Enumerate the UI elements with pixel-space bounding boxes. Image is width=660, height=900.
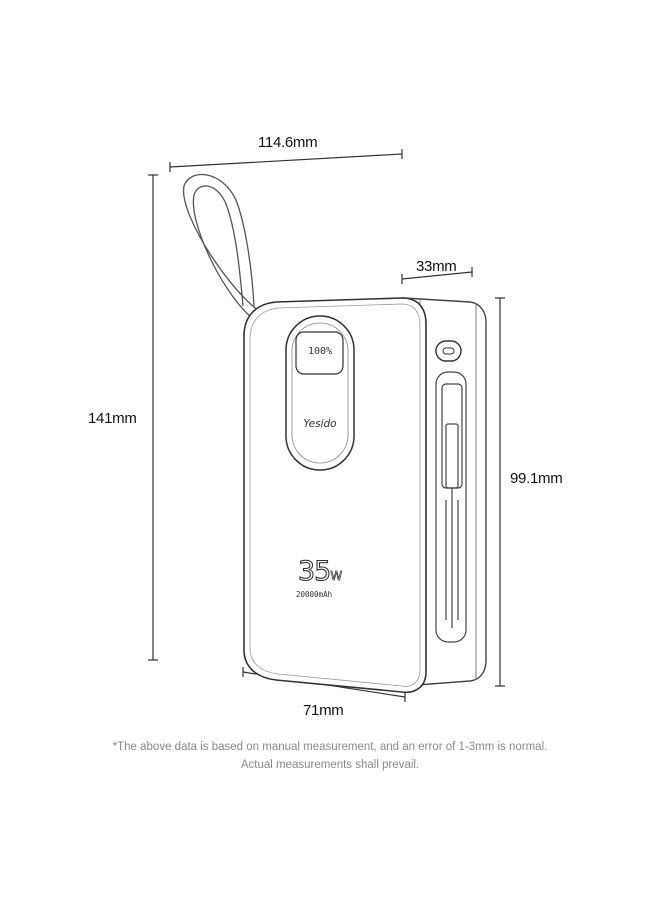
depth-dimension-line — [401, 267, 473, 284]
capacity-label: 20000mAh — [296, 590, 333, 599]
width-dimension-line — [169, 149, 403, 172]
usb-c-port-icon — [435, 340, 462, 362]
bottom-width-label: 71mm — [303, 702, 344, 719]
device-front — [243, 297, 427, 694]
battery-percentage-display: 100% — [307, 346, 333, 357]
height-dimension-line — [148, 174, 158, 661]
body-height-label: 99.1mm — [510, 470, 563, 487]
display-window — [285, 315, 355, 471]
footnote-line-2: Actual measurements shall prevail. — [240, 759, 420, 771]
depth-label: 33mm — [416, 258, 457, 275]
body-height-dimension-line — [495, 297, 505, 687]
footnote-line-1: *The above data is based on manual measu… — [112, 741, 548, 753]
power-rating: 35W — [297, 555, 342, 587]
power-value: 35 — [297, 555, 331, 587]
lanyard-strap — [182, 173, 269, 322]
built-in-cable-icon — [435, 371, 467, 643]
height-label: 141mm — [88, 410, 137, 427]
power-unit: W — [330, 569, 343, 584]
brand-logo: Yesido — [303, 418, 337, 430]
width-label: 114.6mm — [258, 134, 318, 151]
